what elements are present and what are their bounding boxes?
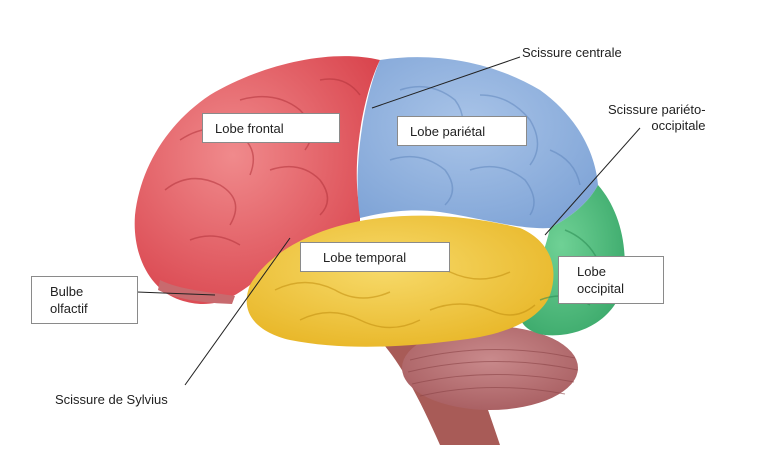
label-lobe-temporal-text: Lobe temporal	[323, 250, 406, 265]
label-lobe-frontal: Lobe frontal	[202, 113, 340, 143]
label-scissure-sylvius: Scissure de Sylvius	[55, 392, 168, 408]
label-lobe-occipital-line2: occipital	[577, 280, 624, 297]
label-scissure-parieto-line1: Scissure pariéto-	[608, 102, 706, 118]
label-lobe-occipital: Lobe occipital	[558, 256, 664, 304]
label-lobe-parietal: Lobe pariétal	[397, 116, 527, 146]
label-bulbe-olfactif: Bulbe olfactif	[31, 276, 138, 324]
label-scissure-centrale: Scissure centrale	[522, 45, 622, 61]
label-scissure-parieto-line2: occipitale	[608, 118, 706, 134]
label-bulbe-olfactif-line1: Bulbe	[50, 283, 83, 300]
label-scissure-parieto-occipitale: Scissure pariéto- occipitale	[608, 102, 706, 134]
label-lobe-occipital-line1: Lobe	[577, 263, 606, 280]
label-lobe-frontal-text: Lobe frontal	[215, 121, 284, 136]
label-lobe-temporal: Lobe temporal	[300, 242, 450, 272]
label-lobe-parietal-text: Lobe pariétal	[410, 124, 485, 139]
label-bulbe-olfactif-line2: olfactif	[50, 300, 88, 317]
